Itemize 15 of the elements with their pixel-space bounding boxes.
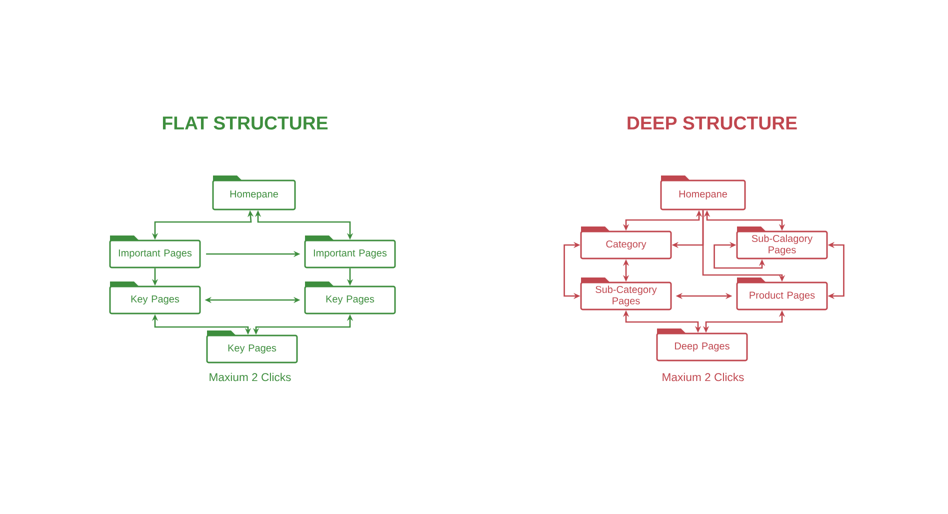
folder-box: Key Pages [109,282,201,314]
folder-box: Important Pages [304,236,396,268]
folder-box: Sub-Category Pages [580,278,672,310]
folder-box: Deep Pages [656,328,748,362]
folder-box: Important Pages [109,236,201,268]
folder-box: Category [580,226,672,260]
folder-box: Key Pages [304,282,396,314]
folder-box: Key Pages [206,330,298,364]
folder-box: Product Pages [736,278,828,310]
heading: DEEP STRUCTURE [628,116,797,130]
caption: Maxium 2 Clicks [662,372,744,382]
folder-box: Sub-Calagory Pages [736,226,828,260]
folder-box: Homepane [212,176,296,210]
heading: FLAT STRUCTURE [162,116,328,130]
folder-box: Homepane [660,176,746,210]
